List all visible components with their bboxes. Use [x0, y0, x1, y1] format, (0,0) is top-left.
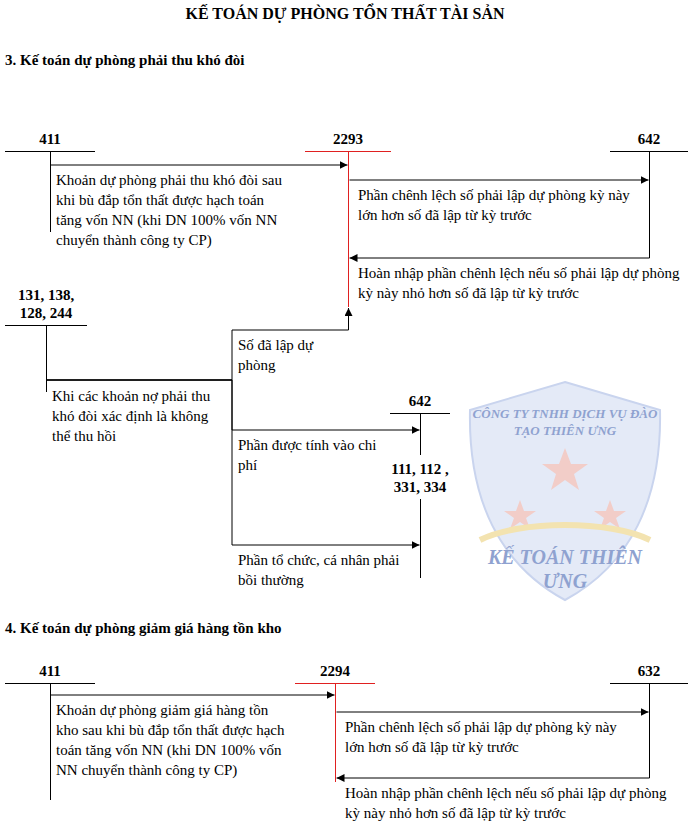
entry-label: Phần chênh lệch số phải lập dự phòng kỳ … — [345, 717, 640, 757]
account-number: 411 — [5, 130, 95, 152]
t-account-stem — [50, 684, 51, 800]
t-account-stem — [420, 414, 421, 455]
account-number: 642 — [390, 392, 450, 414]
watermark-text: CÔNG TY TNHH DỊCH VỤ ĐÀO TẠO THIÊN ƯNG — [472, 405, 658, 439]
t-account-stem — [649, 152, 650, 240]
account-number: 632 — [610, 662, 688, 684]
t-account-stem — [50, 152, 51, 232]
entry-label: Hoàn nhập phần chênh lệch nếu số phải lậ… — [358, 263, 683, 303]
page-title: KẾ TOÁN DỰ PHÒNG TỔN THẤT TÀI SẢN — [0, 4, 690, 24]
t-account-stem — [649, 684, 650, 762]
account-number: 2293 — [305, 130, 391, 152]
section-heading: 4. Kế toán dự phòng giảm giá hàng tồn kh… — [5, 618, 505, 638]
posting-arrow — [47, 308, 349, 380]
t-account: 632 — [610, 662, 688, 762]
posting-arrow — [47, 380, 420, 545]
account-number: 111, 112 , 331, 334 — [378, 460, 462, 499]
account-number: 411 — [5, 662, 95, 684]
posting-arrow — [337, 762, 650, 778]
watermark-star — [542, 448, 588, 490]
account-number: 642 — [610, 130, 688, 152]
entry-label: Phần tổ chức, cá nhân phải bồi thường — [238, 550, 408, 590]
entry-label: Khoản dự phòng giảm giá hàng tồn kho sau… — [56, 700, 292, 780]
posting-arrow — [350, 240, 650, 258]
t-account-stem — [348, 152, 349, 307]
posting-arrow — [51, 165, 348, 166]
posting-arrow — [51, 695, 335, 696]
watermark-wing — [480, 525, 650, 540]
entry-label: Hoàn nhập phần chênh lệch nếu số phải lậ… — [345, 783, 680, 823]
t-account: 642 — [390, 392, 450, 455]
account-number: 131, 138, 128, 244 — [5, 286, 87, 326]
t-account: 642 — [610, 130, 688, 240]
watermark-shield — [470, 382, 660, 600]
posting-arrow — [350, 180, 649, 181]
t-account-stem — [335, 684, 336, 782]
t-account-stem — [46, 326, 47, 392]
posting-arrow — [337, 712, 649, 713]
account-number: 2294 — [295, 662, 375, 684]
entry-label: Khoản dự phòng phải thu khó đòi sau khi … — [56, 170, 292, 250]
entry-label: Số đã lập dự phòng — [238, 335, 338, 375]
t-account: 131, 138, 128, 244 — [5, 286, 87, 392]
watermark-text: KẾ TOÁN THIÊN ƯNG — [472, 545, 658, 593]
entry-label: Phần được tính vào chi phí — [238, 435, 378, 475]
section-heading: 3. Kế toán dự phòng phải thu khó đòi — [5, 50, 505, 70]
entry-label: Phần chênh lệch số phải lập dự phòng kỳ … — [358, 185, 638, 225]
t-account-stem — [420, 499, 421, 578]
entry-note: Khi các khoản nợ phải thu khó đòi xác đị… — [52, 386, 227, 446]
